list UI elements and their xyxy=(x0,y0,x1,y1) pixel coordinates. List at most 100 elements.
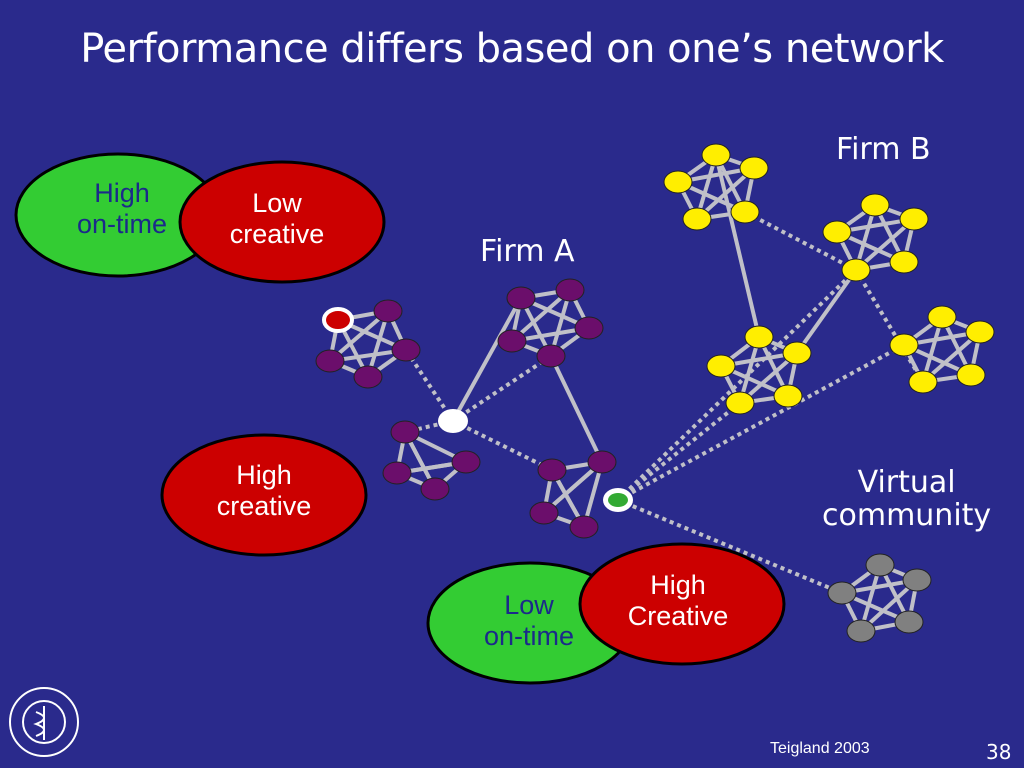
cluster-node xyxy=(555,278,585,302)
cluster-node xyxy=(315,349,345,373)
high-creative-line2: creative xyxy=(216,490,312,521)
page-number: 38 xyxy=(986,740,1012,764)
high-ontime-line1: High xyxy=(94,178,150,208)
weak-tie-5 xyxy=(616,401,742,502)
cluster-node xyxy=(889,333,919,357)
cluster-node xyxy=(451,450,481,474)
virtual-label-line1: Virtual xyxy=(857,465,956,500)
low-creative-oval xyxy=(178,160,386,284)
firm-a-cluster-2 xyxy=(497,278,604,368)
cluster-node xyxy=(841,258,871,282)
high-creative-oval xyxy=(160,433,368,557)
cluster-node xyxy=(506,286,536,310)
cluster-node xyxy=(537,458,567,482)
weak-tie-2 xyxy=(451,354,553,423)
cluster-node xyxy=(822,220,852,244)
low-ontime-line1: Low xyxy=(504,590,554,620)
strong-tie-4 xyxy=(795,268,858,355)
weak-tie-7 xyxy=(617,343,905,502)
cluster-node xyxy=(569,515,599,539)
cluster-node xyxy=(373,299,403,323)
low-creative-text: Low creative xyxy=(213,188,341,249)
high-creative-line1: High xyxy=(236,460,292,490)
footer-credit: Teigland 2003 xyxy=(770,740,870,757)
cluster-node xyxy=(529,501,559,525)
cluster-node xyxy=(899,207,929,231)
cluster-node xyxy=(739,156,769,180)
hub-node-green xyxy=(608,493,628,507)
firm-b-cluster-2 xyxy=(822,193,929,282)
cluster-node xyxy=(391,338,421,362)
cluster-node xyxy=(902,568,932,592)
strong-ties xyxy=(451,154,858,463)
high-creative-2-line2: Creative xyxy=(627,600,729,631)
cluster-node xyxy=(889,250,919,274)
firm-a-cluster-4 xyxy=(529,450,617,539)
strong-tie-1 xyxy=(451,297,523,422)
cluster-node xyxy=(390,420,420,444)
cluster-node xyxy=(827,581,857,605)
cluster-node xyxy=(773,384,803,408)
cluster-node xyxy=(706,354,736,378)
strong-tie-2 xyxy=(549,355,604,463)
cluster-node xyxy=(782,341,812,365)
weak-tie-10 xyxy=(854,268,925,384)
school-logo xyxy=(9,687,79,757)
cluster-node xyxy=(663,170,693,194)
cluster-node xyxy=(894,610,924,634)
cluster-node xyxy=(730,200,760,224)
cluster-node xyxy=(744,325,774,349)
school-seal xyxy=(9,687,79,757)
high-ontime-line2: on-time xyxy=(76,208,168,239)
low-creative-line2: creative xyxy=(229,218,325,249)
seal-inner-ring xyxy=(22,700,66,744)
slide-title: Performance differs based on one’s netwo… xyxy=(80,26,944,72)
cluster-node xyxy=(587,450,617,474)
firm-b-cluster-3 xyxy=(706,325,812,415)
cluster-node xyxy=(908,370,938,394)
cluster-node xyxy=(965,320,995,344)
cluster-node xyxy=(682,207,712,231)
weak-tie-8 xyxy=(617,498,843,595)
hub-node-white xyxy=(438,409,468,433)
low-ontime-text: Low on-time xyxy=(465,590,593,651)
clusters xyxy=(315,143,995,643)
cluster-node xyxy=(536,344,566,368)
cluster-node xyxy=(574,316,604,340)
virtual-cluster xyxy=(827,553,932,643)
weak-tie-4 xyxy=(452,419,553,472)
cluster-node xyxy=(497,329,527,353)
weak-tie-6 xyxy=(616,268,858,502)
hub-nodes xyxy=(438,409,633,512)
virtual-label-line2: community xyxy=(822,498,992,533)
cluster-node xyxy=(353,365,383,389)
cluster-node xyxy=(382,461,412,485)
firm-b-cluster-4 xyxy=(889,305,995,394)
high-creative-2-text: High Creative xyxy=(614,570,742,631)
high-creative-2-oval xyxy=(578,542,786,666)
firm-a-cluster-3 xyxy=(382,420,481,501)
performance-ovals xyxy=(14,152,786,685)
seal-outer-ring xyxy=(9,687,79,757)
firm-b-label: Firm B xyxy=(836,132,931,167)
firm-a-label: Firm A xyxy=(480,234,575,269)
firm-b-cluster-1 xyxy=(663,143,769,231)
virtual-community-label: Virtual community xyxy=(822,466,991,532)
cluster-node xyxy=(860,193,890,217)
low-ontime-line2: on-time xyxy=(483,620,575,651)
high-ontime-text: High on-time xyxy=(58,178,186,239)
firm-a-cluster-1 xyxy=(315,299,421,389)
cluster-node xyxy=(322,307,354,333)
cluster-node xyxy=(927,305,957,329)
cluster-node xyxy=(865,553,895,577)
cluster-node xyxy=(420,477,450,501)
cluster-node xyxy=(956,363,986,387)
cluster-node xyxy=(701,143,731,167)
high-creative-text: High creative xyxy=(200,460,328,521)
strong-tie-3 xyxy=(714,154,761,338)
cluster-node xyxy=(725,391,755,415)
low-creative-line1: Low xyxy=(252,188,302,218)
seal-snake xyxy=(33,711,45,737)
